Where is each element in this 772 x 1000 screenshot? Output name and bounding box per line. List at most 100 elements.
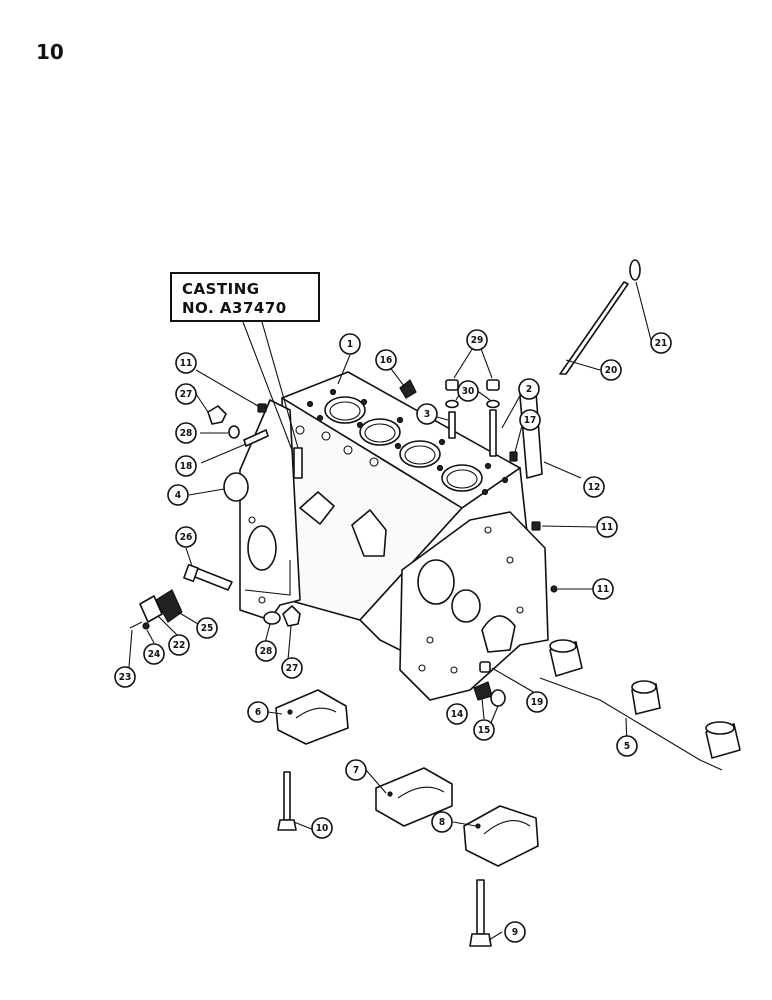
screw-23	[129, 621, 143, 629]
nut-27-bottom	[282, 605, 301, 627]
callout-21: 21	[650, 332, 672, 354]
cover-25	[155, 589, 183, 623]
callout-17: 17	[519, 409, 541, 431]
callout-number: 1	[347, 339, 353, 350]
callout-25: 25	[196, 617, 218, 639]
plug-19	[479, 661, 491, 673]
callout-number: 24	[148, 649, 161, 660]
callout-8: 8	[431, 811, 453, 833]
callout-number: 19	[531, 697, 544, 708]
bearing-cap-8	[463, 805, 539, 867]
callout-23: 23	[114, 666, 136, 688]
plug-11-lower	[550, 585, 558, 593]
callout-number: 3	[424, 409, 430, 420]
callout-30: 30	[457, 380, 479, 402]
dipstick-handle-21	[629, 259, 641, 281]
callout-number: 11	[180, 358, 193, 369]
cam-bearings-5	[539, 639, 741, 771]
callout-number: 10	[316, 823, 329, 834]
callout-12: 12	[583, 476, 605, 498]
callout-number: 27	[180, 389, 193, 400]
callout-15: 15	[473, 719, 495, 741]
nut-29-left	[445, 379, 459, 391]
callout-number: 6	[255, 707, 261, 718]
plug-11-top	[257, 403, 267, 413]
bearing-cap-6	[275, 689, 349, 745]
plate-22	[139, 595, 163, 623]
callout-number: 4	[175, 490, 181, 501]
cylinder-block	[239, 371, 549, 701]
callout-27: 27	[281, 657, 303, 679]
callout-19: 19	[526, 691, 548, 713]
plug-17	[509, 451, 518, 462]
callout-number: 11	[597, 584, 610, 595]
washer-30-right	[486, 399, 500, 409]
callout-number: 17	[524, 415, 537, 426]
callout-balloons: 1234567891011111112141516171819202122232…	[114, 329, 672, 943]
callout-3: 3	[416, 403, 438, 425]
washer-30-left	[445, 399, 459, 409]
callout-22: 22	[168, 634, 190, 656]
bolt-9	[469, 879, 492, 947]
washer-28-top	[228, 425, 240, 439]
callout-24: 24	[143, 643, 165, 665]
callout-7: 7	[345, 759, 367, 781]
callout-6: 6	[247, 701, 269, 723]
callout-11: 11	[596, 516, 618, 538]
page-number: 10	[36, 40, 64, 64]
lockwasher-24	[142, 622, 150, 630]
callout-number: 5	[624, 741, 630, 752]
callout-16: 16	[375, 349, 397, 371]
callout-2: 2	[518, 378, 540, 400]
callout-10: 10	[311, 817, 333, 839]
washer-15	[490, 689, 506, 707]
callout-20: 20	[600, 359, 622, 381]
callout-number: 12	[588, 482, 601, 493]
callout-number: 16	[380, 355, 393, 366]
callout-28: 28	[175, 422, 197, 444]
dipstick-tube-12	[519, 391, 543, 479]
nut-29-right	[486, 379, 500, 391]
washer-28-bottom	[263, 611, 281, 625]
stud-2	[489, 409, 497, 457]
callout-26: 26	[175, 526, 197, 548]
callout-18: 18	[175, 455, 197, 477]
callout-number: 21	[655, 338, 668, 349]
callout-27: 27	[175, 383, 197, 405]
callout-5: 5	[616, 735, 638, 757]
callout-4: 4	[167, 484, 189, 506]
callout-number: 26	[180, 532, 193, 543]
callout-number: 28	[260, 646, 273, 657]
callout-number: 27	[286, 663, 299, 674]
callout-1: 1	[339, 333, 361, 355]
dipstick-20	[559, 281, 629, 375]
callout-28: 28	[255, 640, 277, 662]
callout-number: 25	[201, 623, 214, 634]
callout-number: 28	[180, 428, 193, 439]
callout-number: 22	[173, 640, 186, 651]
callout-number: 20	[605, 365, 618, 376]
callout-11: 11	[592, 578, 614, 600]
callout-number: 9	[512, 927, 518, 938]
fitting-16	[399, 379, 417, 399]
callout-number: 7	[353, 765, 359, 776]
nut-27-top	[207, 405, 227, 425]
callout-number: 2	[526, 384, 532, 395]
callout-number: 8	[439, 817, 445, 828]
callout-number: 15	[478, 725, 491, 736]
callout-number: 23	[119, 672, 132, 683]
casting-label-line2: NO. A37470	[182, 299, 287, 317]
callout-11: 11	[175, 352, 197, 374]
plug-11-right	[531, 521, 541, 531]
callout-number: 11	[601, 522, 614, 533]
bolt-10	[277, 771, 297, 831]
callout-number: 29	[471, 335, 484, 346]
callout-number: 14	[451, 709, 464, 720]
casting-label-line1: CASTING	[182, 280, 260, 298]
stud-3	[448, 411, 456, 439]
callout-14: 14	[446, 703, 468, 725]
casting-number-label: CASTING NO. A37470	[170, 272, 320, 322]
callout-number: 18	[180, 461, 193, 472]
callout-9: 9	[504, 921, 526, 943]
